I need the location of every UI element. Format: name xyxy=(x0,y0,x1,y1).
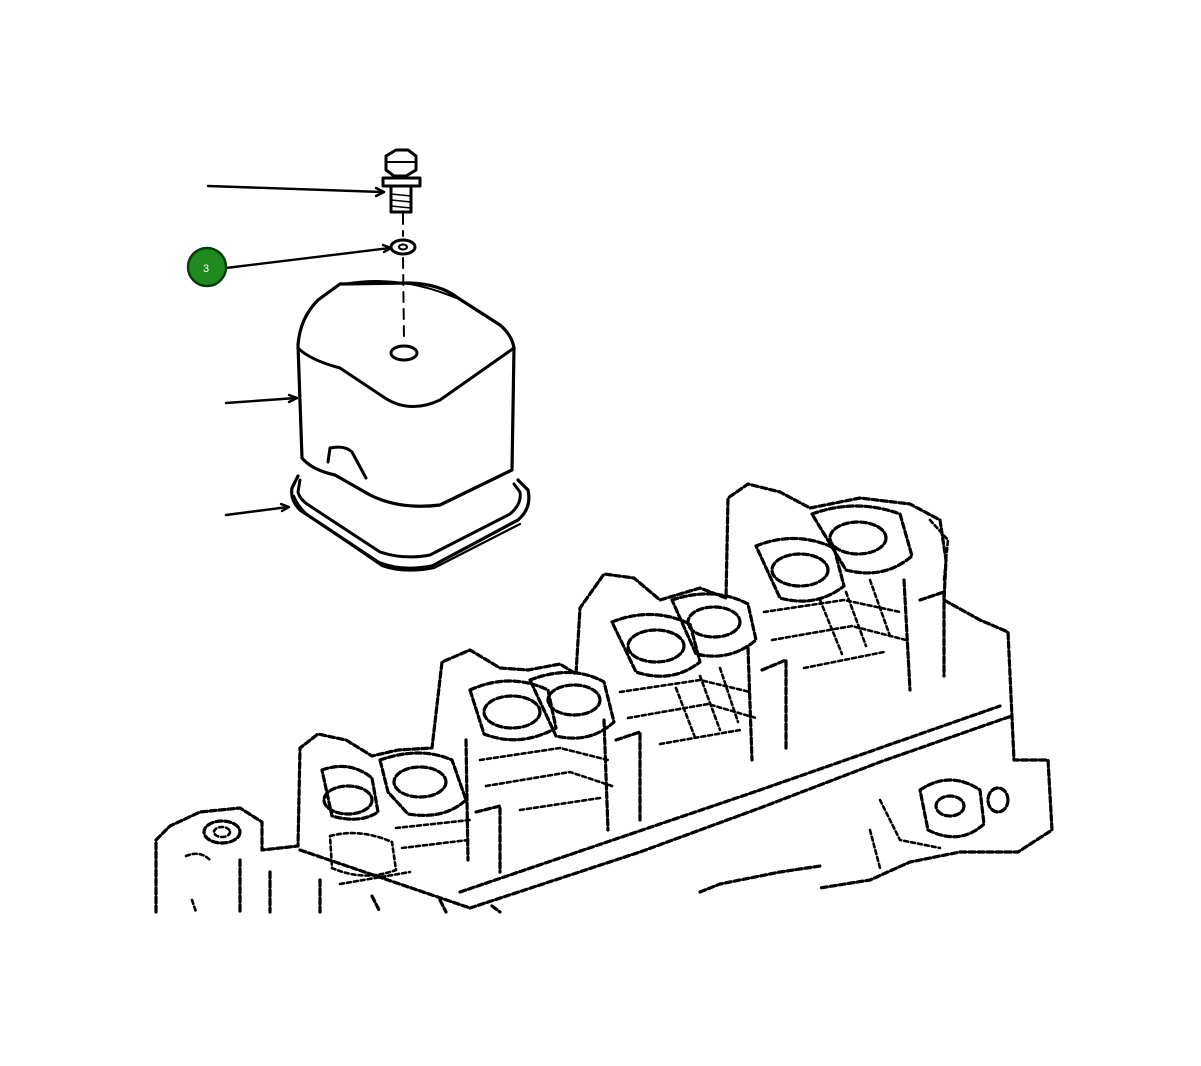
gasket xyxy=(290,474,531,572)
leader-lines xyxy=(206,184,393,517)
callout-washer[interactable]: 3 xyxy=(186,246,228,288)
callout-circle[interactable] xyxy=(186,246,228,288)
washer xyxy=(389,238,417,256)
assembly-centerline xyxy=(402,213,405,341)
callout-label: 3 xyxy=(203,263,209,275)
cylinder-head xyxy=(154,482,1054,914)
bolt xyxy=(381,148,422,214)
valve-cover xyxy=(296,280,516,508)
